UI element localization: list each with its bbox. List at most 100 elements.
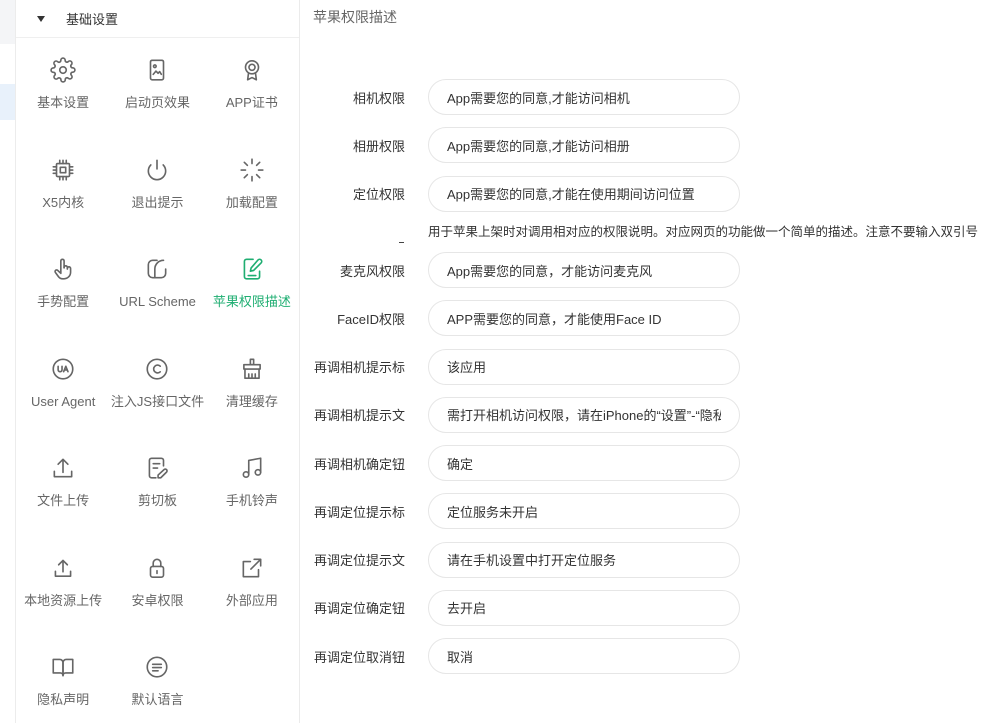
settings-item-label: User Agent xyxy=(31,393,96,409)
settings-item-basic[interactable]: 基本设置 xyxy=(16,38,110,138)
settings-item-android-permissions[interactable]: 安卓权限 xyxy=(110,536,204,636)
settings-item-launch-screen[interactable]: 启动页效果 xyxy=(110,38,204,138)
chip-icon xyxy=(52,158,74,181)
external-link-icon xyxy=(242,558,262,577)
location-retry-confirm-input[interactable] xyxy=(428,589,740,626)
settings-item-label: 外部应用 xyxy=(225,592,278,608)
camera-retry-text-label: 再调相机提示文 xyxy=(313,408,405,424)
settings-item-external-apps[interactable]: 外部应用 xyxy=(205,536,299,636)
url-scheme-icon xyxy=(148,259,167,279)
settings-panel: 基础设置 基本设置 启动页效果 APP证书 X5内核 退出提示 加载配置 xyxy=(16,0,300,723)
settings-item-label: 本地资源上传 xyxy=(24,592,103,608)
field-row-faceid: FaceID权限 xyxy=(300,300,999,337)
edit-doc-icon xyxy=(243,258,263,280)
form-hint: 用于苹果上架时对调用相对应的权限说明。对应网页的功能做一个简单的描述。注意不要输… xyxy=(300,224,999,243)
microphone-permission-input[interactable] xyxy=(428,252,740,288)
settings-item-x5-kernel[interactable]: X5内核 xyxy=(16,138,110,238)
settings-item-label: X5内核 xyxy=(42,194,85,210)
settings-item-inject-js[interactable]: 注入JS接口文件 xyxy=(110,337,204,437)
faceid-permission-label: FaceID权限 xyxy=(337,311,405,327)
settings-item-label: APP证书 xyxy=(225,95,278,110)
lock-icon xyxy=(150,558,165,578)
camera-retry-confirm-label: 再调相机确定钮 xyxy=(313,456,405,472)
ua-icon xyxy=(52,357,74,380)
hint-marker xyxy=(399,241,404,243)
camera-retry-text-input[interactable] xyxy=(428,396,740,433)
photos-permission-input[interactable] xyxy=(428,127,740,164)
settings-item-label: 隐私声明 xyxy=(37,692,90,707)
settings-item-label: 手机铃声 xyxy=(225,493,278,508)
settings-item-clear-cache[interactable]: 清理缓存 xyxy=(205,337,299,437)
upload-icon xyxy=(53,458,73,478)
page-title: 苹果权限描述 xyxy=(313,9,397,25)
field-row-camera-retry-text: 再调相机提示文 xyxy=(300,396,999,433)
camera-retry-title-input[interactable] xyxy=(428,348,740,385)
settings-item-label: 剪切板 xyxy=(137,493,177,508)
field-row-camera-retry-title: 再调相机提示标 xyxy=(300,348,999,385)
field-row-location-retry-cancel: 再调定位取消钮 xyxy=(300,638,999,674)
camera-permission-input[interactable] xyxy=(428,79,740,115)
copyright-icon xyxy=(146,357,169,380)
faceid-permission-input[interactable] xyxy=(428,300,740,337)
camera-permission-label: 相机权限 xyxy=(352,90,405,106)
loader-icon xyxy=(240,157,264,182)
settings-item-app-certificate[interactable]: APP证书 xyxy=(205,38,299,138)
settings-item-apple-permissions[interactable]: 苹果权限描述 xyxy=(205,237,299,337)
settings-item-user-agent[interactable]: User Agent xyxy=(16,337,110,437)
settings-item-label: URL Scheme xyxy=(119,294,196,309)
book-icon xyxy=(52,658,74,677)
settings-item-label: 启动页效果 xyxy=(124,95,190,110)
music-icon xyxy=(242,457,262,479)
location-retry-text-label: 再调定位提示文 xyxy=(313,553,405,568)
gear-icon xyxy=(50,57,76,83)
settings-item-label: 基本设置 xyxy=(37,95,90,110)
settings-item-loading-config[interactable]: 加载配置 xyxy=(205,138,299,238)
hand-icon xyxy=(54,258,72,280)
location-permission-input[interactable] xyxy=(428,175,740,212)
section-title: 基础设置 xyxy=(66,12,119,27)
field-row-location-retry-confirm: 再调定位确定钮 xyxy=(300,589,999,626)
field-row-location-retry-title: 再调定位提示标 xyxy=(300,493,999,530)
settings-item-label: 加载配置 xyxy=(225,194,278,210)
location-retry-cancel-label: 再调定位取消钮 xyxy=(313,649,405,665)
settings-item-label: 默认语言 xyxy=(131,692,184,707)
settings-grid: 基本设置 启动页效果 APP证书 X5内核 退出提示 加载配置 手势配置 xyxy=(16,38,299,723)
settings-item-label: 安卓权限 xyxy=(131,592,184,608)
clipboard-edit-icon xyxy=(149,457,169,479)
location-retry-title-input[interactable] xyxy=(428,493,740,530)
settings-item-label: 苹果权限描述 xyxy=(212,294,291,309)
settings-item-ringtone[interactable]: 手机铃声 xyxy=(205,436,299,536)
nav-strip-active-item[interactable] xyxy=(0,84,15,120)
settings-item-label: 清理缓存 xyxy=(225,393,278,409)
caret-down-icon[interactable] xyxy=(37,15,45,22)
broom-icon xyxy=(242,357,261,379)
main-content: 苹果权限描述 相机权限 相册权限 定位权限 用于苹果上架时对调用相对应的权限说明… xyxy=(300,0,999,723)
settings-item-label: 手势配置 xyxy=(37,294,90,309)
settings-item-file-upload[interactable]: 文件上传 xyxy=(16,436,110,536)
upload-small-icon xyxy=(54,559,72,577)
certificate-icon xyxy=(244,59,260,81)
settings-item-url-scheme[interactable]: URL Scheme xyxy=(110,237,204,337)
field-row-camera-retry-confirm: 再调相机确定钮 xyxy=(300,445,999,481)
settings-item-privacy[interactable]: 隐私声明 xyxy=(16,635,110,723)
location-retry-text-input[interactable] xyxy=(428,541,740,578)
settings-item-label: 注入JS接口文件 xyxy=(110,393,205,409)
section-header[interactable]: 基础设置 xyxy=(16,0,299,38)
location-retry-confirm-label: 再调定位确定钮 xyxy=(313,601,405,617)
settings-item-default-language[interactable]: 默认语言 xyxy=(110,635,204,723)
settings-item-gesture[interactable]: 手势配置 xyxy=(16,237,110,337)
settings-item-clipboard[interactable]: 剪切板 xyxy=(110,436,204,536)
settings-item-label: 文件上传 xyxy=(37,493,90,508)
settings-item-exit-prompt[interactable]: 退出提示 xyxy=(110,138,204,238)
nav-strip xyxy=(0,0,16,723)
permissions-form: 相机权限 相册权限 定位权限 用于苹果上架时对调用相对应的权限说明。对应网页的功… xyxy=(300,79,999,686)
camera-retry-confirm-input[interactable] xyxy=(428,445,740,481)
power-icon xyxy=(148,158,167,180)
settings-item-local-upload[interactable]: 本地资源上传 xyxy=(16,536,110,636)
location-retry-cancel-input[interactable] xyxy=(428,638,740,674)
form-hint-text: 用于苹果上架时对调用相对应的权限说明。对应网页的功能做一个简单的描述。注意不要输… xyxy=(428,224,979,239)
field-row-photos: 相册权限 xyxy=(300,127,999,164)
field-row-location-retry-text: 再调定位提示文 xyxy=(300,541,999,578)
photos-permission-label: 相册权限 xyxy=(352,138,405,154)
image-icon xyxy=(150,59,165,81)
